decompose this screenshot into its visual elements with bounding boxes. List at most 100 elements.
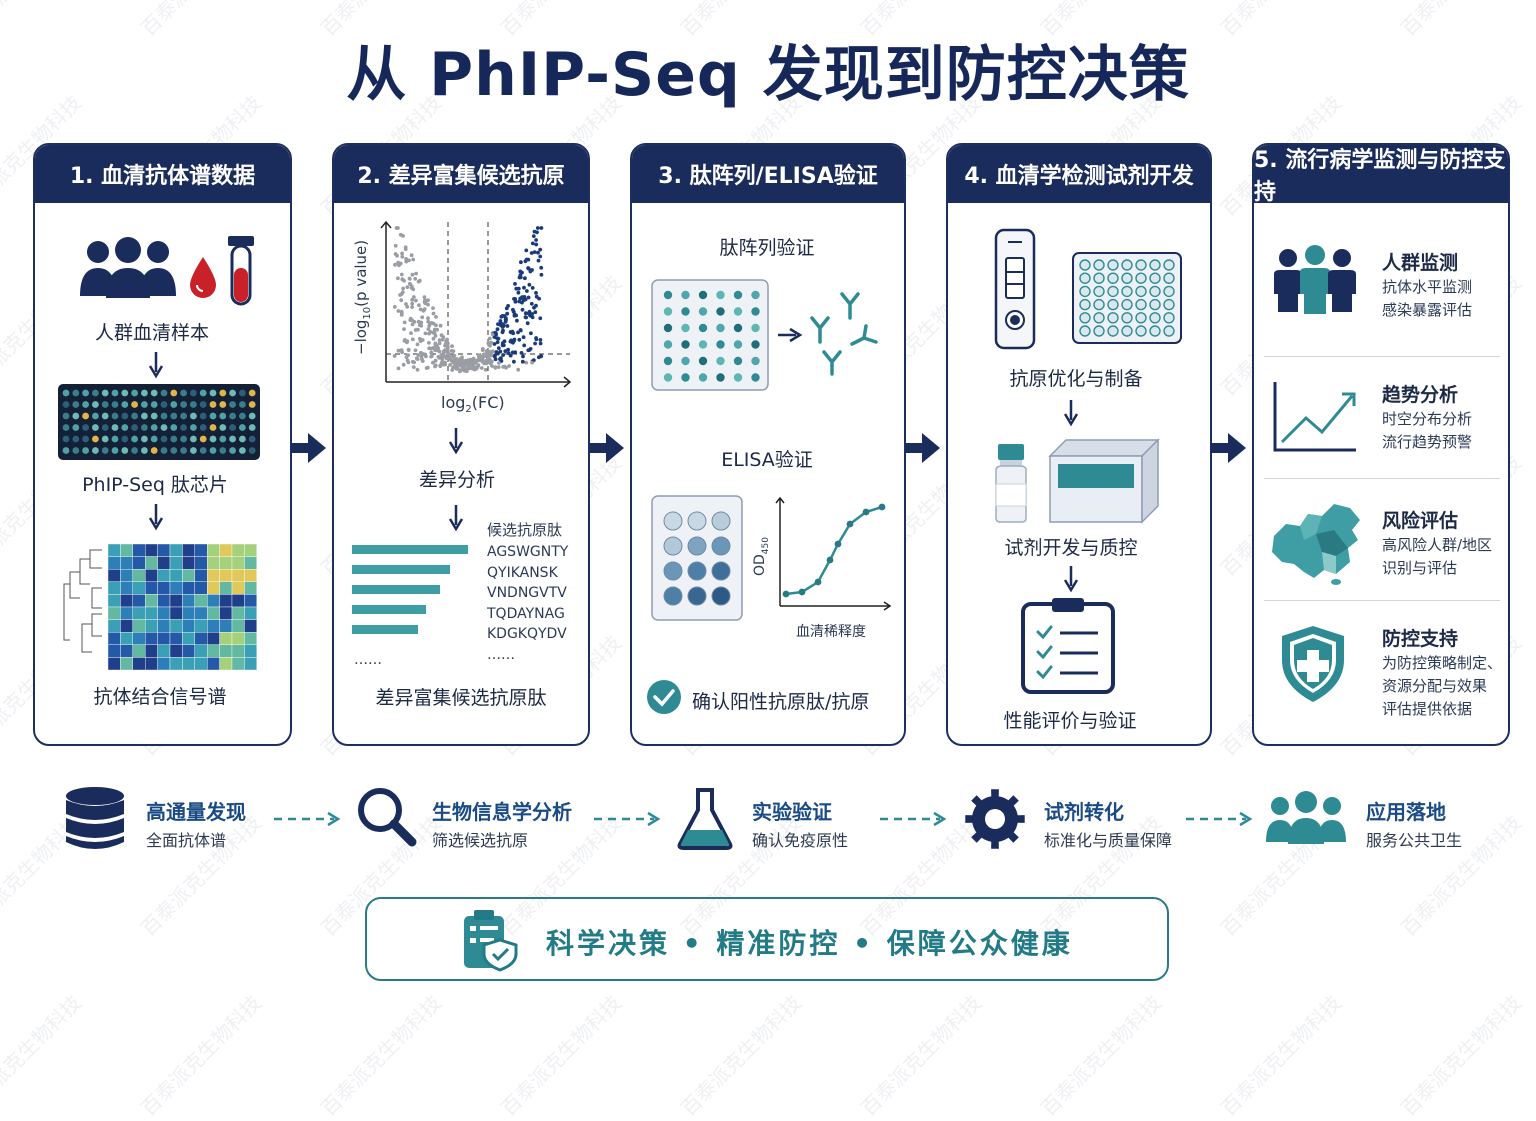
item-title: 趋势分析 xyxy=(1382,384,1459,406)
array-label: 肽阵列验证 xyxy=(719,237,815,259)
elisa-label: ELISA验证 xyxy=(721,449,813,471)
watermark-text: 百泰派克生物科技 xyxy=(856,990,987,1121)
database-icon xyxy=(66,787,124,849)
candidate-list-title: 候选抗原肽 xyxy=(487,521,563,539)
blood-drop-icon xyxy=(190,257,216,298)
test-strip-icon xyxy=(994,228,1036,350)
card-header: 1. 血清抗体谱数据 xyxy=(35,145,290,203)
flow-subtitle: 服务公共卫生 xyxy=(1366,831,1463,850)
flow-subtitle: 标准化与质量保障 xyxy=(1044,831,1173,850)
watermark-text: 百泰派克生物科技 xyxy=(1396,990,1527,1121)
watermark-text: 百泰派克生物科技 xyxy=(676,990,807,1121)
card-header: 5. 流行病学监测与防控支持 xyxy=(1254,145,1508,205)
dilution-axis-label: 血清稀释度 xyxy=(796,624,866,640)
people-icon xyxy=(1266,791,1346,844)
bars-more: …… xyxy=(354,652,382,668)
check-circle-icon xyxy=(647,680,681,714)
ranked-bar-chart xyxy=(352,545,468,634)
flow-title: 应用落地 xyxy=(1366,800,1446,824)
item-desc: 为防控策略制定、资源分配与效果评估提供依据 xyxy=(1382,654,1503,718)
item-desc: 时空分布分析流行趋势预警 xyxy=(1382,410,1473,451)
blood-tube-icon xyxy=(228,236,254,306)
od-axis-label: OD450 xyxy=(752,537,771,576)
watermark-text: 百泰派克生物科技 xyxy=(1036,990,1167,1121)
slogan-banner xyxy=(365,897,1169,981)
dashed-arrow xyxy=(274,811,341,827)
kit-box-icon xyxy=(1048,438,1160,524)
dashed-arrow xyxy=(1186,811,1253,827)
antibody-icons xyxy=(810,292,878,376)
item-title: 风险评估 xyxy=(1382,510,1459,532)
clipboard-checklist-icon xyxy=(1021,598,1115,694)
volcano-plot xyxy=(380,220,572,388)
item-desc: 抗体水平监测感染暴露评估 xyxy=(1382,278,1473,319)
vial-icon xyxy=(995,444,1027,523)
shield-cross-icon xyxy=(1282,626,1344,702)
population-icon xyxy=(1274,245,1356,314)
gear-icon xyxy=(965,789,1025,849)
step-arrow xyxy=(906,433,940,463)
dose-response-curve xyxy=(775,496,892,611)
flow-title: 实验验证 xyxy=(752,800,832,824)
card-header: 4. 血清学检测试剂开发 xyxy=(948,145,1210,203)
step-arrow xyxy=(292,433,326,463)
flow-title: 试剂转化 xyxy=(1044,800,1124,824)
peptide-item: AGSWGNTY xyxy=(487,544,569,560)
down-arrow xyxy=(148,504,164,531)
eval-label: 性能评价与验证 xyxy=(1003,710,1137,732)
people-group-icon xyxy=(80,237,176,298)
divider xyxy=(1264,600,1500,601)
step-arrow xyxy=(590,433,624,463)
antibody-heatmap xyxy=(63,543,257,671)
item-title: 防控支持 xyxy=(1382,628,1459,650)
down-arrow xyxy=(448,428,464,455)
peptide-item: QYIKANSK xyxy=(487,564,558,581)
trend-chart-icon xyxy=(1273,382,1356,452)
watermark-text: 百泰派克生物科技 xyxy=(0,990,87,1121)
page-title: 从 PhIP-Seq 发现到防控决策 xyxy=(346,40,1190,110)
right-arrow xyxy=(778,327,803,343)
volcano-x-axis-label: log2(FC) xyxy=(441,393,505,416)
step-arrow xyxy=(1212,433,1246,463)
watermark-text: 百泰派克生物科技 xyxy=(316,990,447,1121)
down-arrow xyxy=(448,505,464,532)
card-header: 2. 差异富集候选抗原 xyxy=(334,145,588,203)
peptide-item: …… xyxy=(487,646,515,663)
card-validation: 3. 肽阵列/ELISA验证 xyxy=(630,143,906,746)
dev-label: 试剂开发与质控 xyxy=(1004,537,1138,559)
down-arrow xyxy=(148,352,164,379)
watermark-text: 百泰派克生物科技 xyxy=(1216,990,1347,1121)
microplate-icon xyxy=(1072,252,1182,344)
chip-label: PhIP-Seq 肽芯片 xyxy=(82,474,228,496)
item-desc: 高风险人群/地区识别与评估 xyxy=(1382,536,1493,577)
china-map-icon xyxy=(1272,504,1360,585)
divider xyxy=(1264,478,1500,479)
flow-subtitle: 筛选候选抗原 xyxy=(432,831,529,850)
card-header: 3. 肽阵列/ELISA验证 xyxy=(632,145,904,203)
down-arrow xyxy=(1063,400,1079,427)
magnifier-icon xyxy=(358,788,417,847)
analysis-label: 差异分析 xyxy=(418,469,496,491)
flask-icon xyxy=(677,788,733,850)
peptide-item: TQDAYNAG xyxy=(487,605,565,622)
peptide-array-image xyxy=(651,279,769,391)
item-title: 人群监测 xyxy=(1382,252,1459,274)
peptide-item: KDGKQYDV xyxy=(487,626,567,642)
clipboard-shield-icon xyxy=(464,910,518,972)
elisa-plate-image xyxy=(651,495,743,621)
opt-label: 抗原优化与制备 xyxy=(1009,368,1143,390)
dashed-arrow xyxy=(594,811,661,827)
watermark-text: 百泰派克生物科技 xyxy=(496,990,627,1121)
flow-subtitle: 全面抗体谱 xyxy=(146,831,227,850)
slogan-text: 科学决策 • 精准防控 • 保障公众健康 xyxy=(546,927,1073,960)
peptide-item: VNDNGVTV xyxy=(487,585,567,601)
volcano-y-axis-label: −log10(p value) xyxy=(352,239,373,355)
divider xyxy=(1264,356,1500,357)
flow-subtitle: 确认免疫原性 xyxy=(752,831,849,850)
watermark-text: 百泰派克生物科技 xyxy=(136,990,267,1121)
result-label: 差异富集候选抗原肽 xyxy=(375,687,547,709)
flow-title: 高通量发现 xyxy=(146,800,246,824)
peptide-chip-image xyxy=(58,384,260,460)
samples-label: 人群血清样本 xyxy=(94,322,210,344)
flow-title: 生物信息学分析 xyxy=(432,800,572,824)
